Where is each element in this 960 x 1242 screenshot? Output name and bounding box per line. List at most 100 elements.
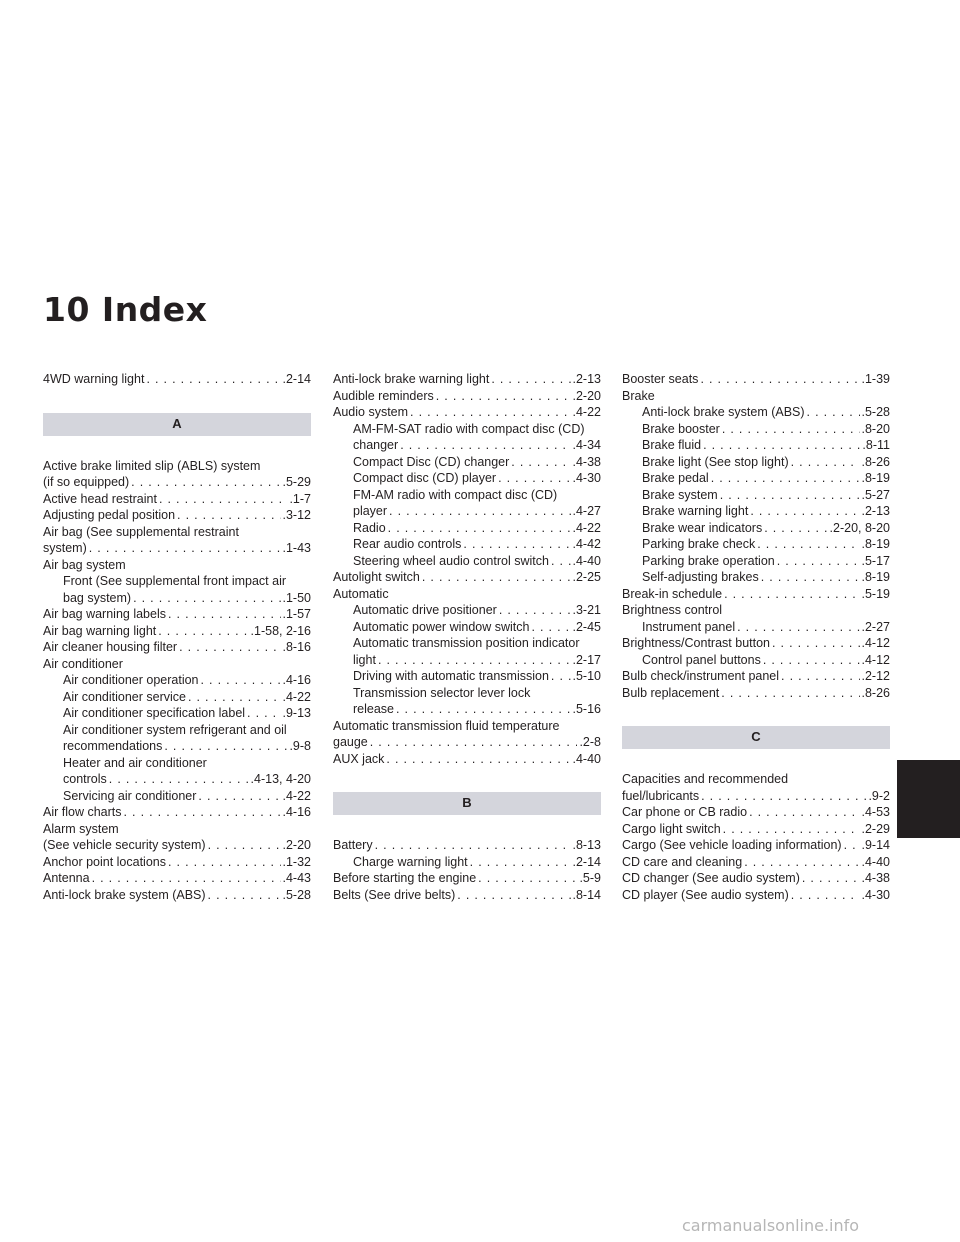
index-entry: Air cleaner housing filter.8-16 [43, 639, 311, 656]
page-reference: .4-22 [572, 520, 602, 535]
index-entry-label: system) [43, 541, 87, 555]
page-reference: .4-38 [861, 871, 891, 885]
index-entry: Air flow charts.4-16 [43, 804, 311, 821]
index-entry: Air bag warning light.1-58, 2-16 [43, 623, 311, 640]
dot-leader [388, 520, 571, 537]
dot-leader [511, 454, 570, 471]
index-entry: gauge.2-8 [333, 734, 601, 751]
page-reference: .5-17 [861, 553, 891, 568]
dot-leader [198, 788, 280, 805]
index-entry-label: Air conditioner specification label [63, 706, 246, 720]
index-entry: CD care and cleaning.4-40 [622, 854, 890, 871]
index-entry: Rear audio controls.4-42 [333, 536, 601, 553]
index-entry-label: Active brake limited slip (ABLS) system [43, 458, 261, 473]
index-entry: changer.4-34 [333, 437, 601, 454]
page-reference: .2-13 [861, 504, 891, 518]
dot-leader [179, 639, 280, 656]
index-entry-label: Before starting the engine [333, 871, 477, 885]
page-reference: .2-20 [572, 388, 602, 403]
page-reference: .4-40 [572, 751, 602, 766]
index-entry: Parking brake operation .5-17 [622, 553, 890, 570]
index-entry: player.4-27 [333, 503, 601, 520]
index-entry: Transmission selector lever lock [333, 685, 601, 702]
index-entry: CD player (See audio system).4-30 [622, 887, 890, 904]
index-column-2: Anti-lock brake warning light.2-13Audibl… [333, 371, 601, 903]
index-entry-label: Instrument panel [642, 619, 736, 634]
page-reference: .4-40 [861, 854, 891, 869]
dot-leader [750, 503, 859, 520]
index-entry-label: Brake light (See stop light) [642, 454, 789, 469]
index-entry-label: Antenna [43, 871, 90, 885]
page-reference: .2-14 [282, 372, 312, 386]
index-entry-label: Compact disc (CD) player [353, 471, 497, 485]
index-entry-label: Control panel buttons [642, 652, 761, 667]
dot-leader [375, 837, 571, 854]
index-entry: Bulb replacement.8-26 [622, 685, 890, 702]
dot-leader [764, 520, 827, 537]
index-entry-label: Brake fluid [642, 438, 702, 452]
page-reference: .8-14 [572, 887, 602, 902]
dot-leader [744, 854, 859, 871]
index-entry: Autolight switch.2-25 [333, 569, 601, 586]
index-entry-label: Bulb replacement [622, 685, 720, 700]
index-entry: Booster seats.1-39 [622, 371, 890, 388]
index-entry-label: Cargo (See vehicle loading information) [622, 838, 842, 852]
page-reference: .1-58, 2-16 [250, 623, 311, 638]
index-entry: Radio.4-22 [333, 520, 601, 537]
dot-leader [781, 668, 859, 685]
watermark-text: carmanualsonline.info [682, 1216, 860, 1235]
dot-leader [551, 553, 571, 570]
dot-leader [159, 491, 288, 508]
index-entry-label: Brightness/Contrast button [622, 636, 770, 650]
index-entry: Break-in schedule.5-19 [622, 586, 890, 603]
dot-leader [701, 788, 866, 805]
dot-leader [724, 586, 859, 603]
index-entry: Brake fluid.8-11 [622, 437, 890, 454]
index-entry-label: Booster seats [622, 372, 699, 386]
index-entry-label: Car phone or CB radio [622, 805, 748, 819]
dot-leader [763, 652, 860, 669]
index-entry-label: Air bag warning labels [43, 607, 166, 621]
page-reference: .3-12 [282, 508, 312, 522]
section-header: C [622, 726, 890, 749]
page-reference: .2-45 [572, 619, 602, 634]
index-entry: Alarm system [43, 821, 311, 838]
index-entry-label: Brake [622, 388, 655, 403]
index-entry: fuel/lubricants.9-2 [622, 788, 890, 805]
index-entry-label: Alarm system [43, 821, 119, 836]
index-entry-label: Parking brake operation [642, 553, 775, 568]
page-reference: .4-12 [861, 652, 891, 667]
index-entry: Front (See supplemental front impact air [43, 573, 311, 590]
page-reference: .4-22 [572, 405, 602, 419]
dot-leader [757, 536, 859, 553]
index-entry-label: Anti-lock brake system (ABS) [642, 405, 805, 419]
index-entry: Air bag warning labels .1-57 [43, 606, 311, 623]
dot-leader [188, 689, 281, 706]
dot-leader [164, 738, 287, 755]
index-entry-label: Active head restraint [43, 491, 157, 506]
page-reference: .9-2 [868, 788, 890, 803]
dot-leader [761, 569, 860, 586]
index-entry: Audio system.4-22 [333, 404, 601, 421]
index-entry-label: Automatic [333, 586, 389, 601]
index-entry-label: Rear audio controls [353, 537, 462, 551]
dot-leader [498, 470, 570, 487]
page-reference: .8-19 [861, 471, 891, 485]
page-reference: .1-57 [282, 607, 312, 621]
index-entry: Charge warning light.2-14 [333, 854, 601, 871]
dot-leader [370, 734, 578, 751]
page-reference: .8-19 [861, 570, 891, 584]
page-reference: .5-28 [282, 887, 312, 902]
page-reference: .4-12 [861, 636, 891, 650]
dot-leader [791, 887, 860, 904]
dot-leader [436, 388, 571, 405]
dot-leader [410, 404, 570, 421]
page-reference: .8-13 [572, 838, 602, 852]
index-entry: Battery.8-13 [333, 837, 601, 854]
index-entry-label: Charge warning light [353, 854, 468, 869]
dot-leader [491, 371, 570, 388]
index-entry-label: controls [63, 772, 107, 786]
page-reference: .9-13 [282, 706, 312, 720]
